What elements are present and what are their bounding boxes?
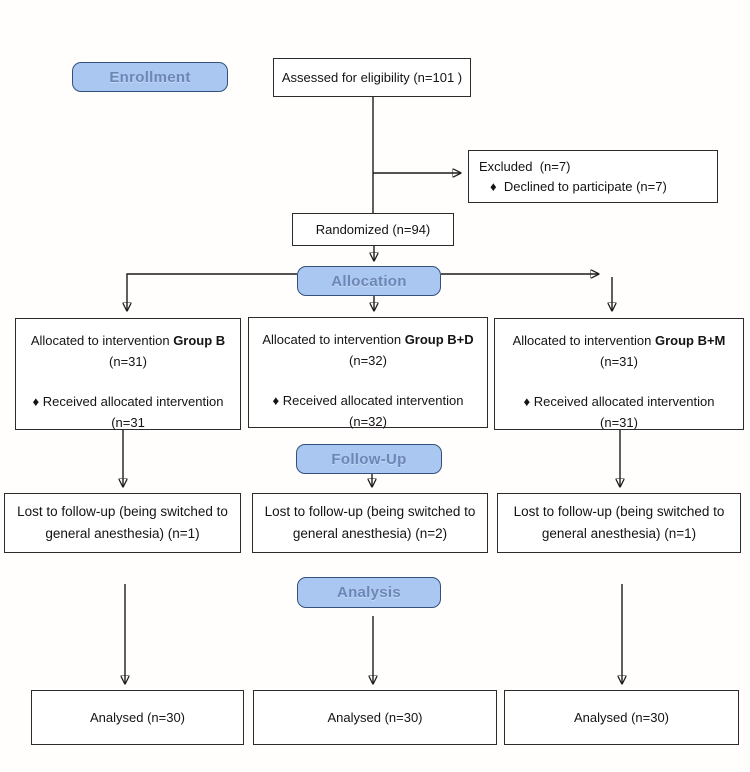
excluded-bullet-item: ♦ Declined to participate (n=7)	[490, 178, 667, 194]
group-name: Group B+D	[404, 332, 474, 347]
allocated-n: (n=32)	[349, 353, 387, 368]
lost-followup-line2: general anesthesia) (n=1)	[45, 526, 200, 541]
lost-followup-middle-box: Lost to follow-up (being switched to gen…	[252, 493, 488, 553]
received-intervention-n: (n=31	[111, 415, 145, 430]
analysed-left-box: Analysed (n=30)	[31, 690, 244, 745]
analysed-text: Analysed (n=30)	[573, 710, 670, 725]
lost-followup-line1: Lost to follow-up (being switched to	[17, 504, 228, 519]
lost-followup-line1: Lost to follow-up (being switched to	[513, 504, 725, 519]
allocated-n: (n=31)	[600, 354, 638, 369]
received-intervention-text: ♦ Received allocated intervention	[523, 394, 715, 409]
group-name: Group B	[173, 333, 226, 348]
allocated-title: Allocated to intervention Group B+M	[512, 333, 726, 348]
allocated-group-bm-box: Allocated to intervention Group B+M (n=3…	[494, 318, 744, 430]
stage-label-allocation: Allocation	[297, 266, 441, 296]
lost-followup-line1: Lost to follow-up (being switched to	[264, 504, 476, 519]
randomized-box: Randomized (n=94)	[292, 213, 454, 246]
analysed-text: Analysed (n=30)	[89, 710, 186, 725]
excluded-box: Excluded (n=7) ♦ Declined to participate…	[468, 150, 718, 203]
allocated-title: Allocated to intervention Group B+D	[262, 332, 474, 347]
randomized-text: Randomized (n=94)	[315, 222, 431, 237]
allocated-title: Allocated to intervention Group B	[30, 333, 226, 348]
analysed-text: Analysed (n=30)	[327, 710, 423, 725]
lost-followup-line2: general anesthesia) (n=2)	[292, 526, 448, 541]
allocated-n: (n=31)	[109, 354, 147, 369]
lost-followup-left-box: Lost to follow-up (being switched to gen…	[4, 493, 241, 553]
assessed-eligibility-text: Assessed for eligibility (n=101 )	[281, 70, 463, 85]
analysed-right-box: Analysed (n=30)	[504, 690, 739, 745]
received-intervention-n: (n=32)	[349, 414, 387, 429]
allocated-group-b-box: Allocated to intervention Group B (n=31)…	[15, 318, 241, 430]
received-intervention-text: ♦ Received allocated intervention	[272, 393, 464, 408]
assessed-eligibility-box: Assessed for eligibility (n=101 )	[273, 58, 471, 97]
stage-label-followup: Follow-Up	[296, 444, 442, 474]
group-name: Group B+M	[654, 333, 726, 348]
received-intervention-text: ♦ Received allocated intervention	[32, 394, 224, 409]
allocated-group-bd-box: Allocated to intervention Group B+D (n=3…	[248, 317, 488, 429]
lost-followup-right-box: Lost to follow-up (being switched to gen…	[497, 493, 741, 553]
stage-label-analysis: Analysis	[297, 577, 441, 608]
received-intervention-n: (n=31)	[600, 415, 638, 430]
stage-label-enrollment: Enrollment	[72, 62, 228, 92]
connector-allocation-left-branch-arrow	[127, 273, 297, 310]
analysed-middle-box: Analysed (n=30)	[253, 690, 497, 745]
excluded-title: Excluded (n=7)	[479, 158, 571, 174]
lost-followup-line2: general anesthesia) (n=1)	[541, 526, 697, 541]
